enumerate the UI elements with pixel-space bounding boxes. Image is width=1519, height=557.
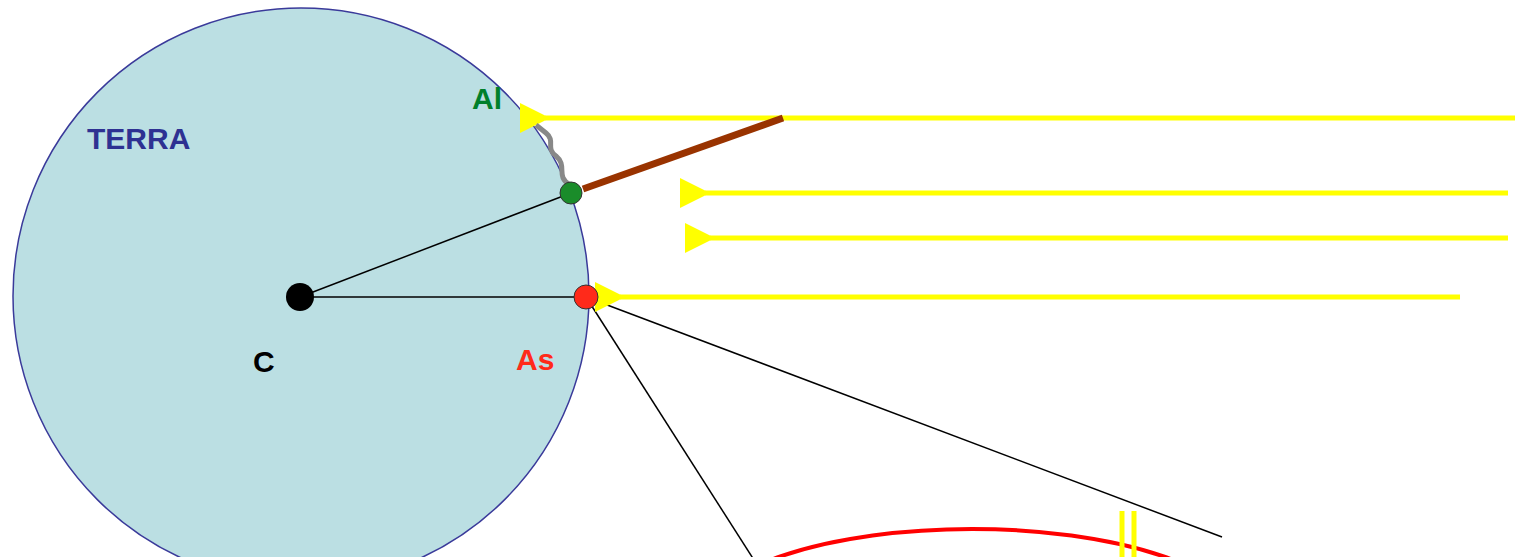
projection-line: [586, 297, 1222, 537]
shadow: [536, 125, 570, 185]
projection-line: [586, 297, 754, 557]
gnomon-stick: [583, 118, 783, 189]
sun-ray: [620, 295, 1460, 300]
earth-outline: [12, 7, 590, 557]
point-label: C: [253, 345, 275, 378]
sun-ray: [705, 191, 1508, 196]
radius-line: [300, 193, 571, 297]
alexandria-point: [560, 182, 582, 204]
earth-label: TERRA: [87, 122, 190, 155]
well: [702, 529, 1242, 557]
sun-ray: [545, 116, 1515, 121]
center-point: [286, 283, 314, 311]
well-ray: [1132, 511, 1137, 557]
point-label: Al: [472, 82, 502, 115]
syene-point: [574, 285, 598, 309]
radius-line: [300, 296, 586, 298]
point-label: As: [516, 343, 554, 376]
sun-ray: [710, 236, 1508, 241]
earth-circle: TERRA: [12, 7, 590, 557]
well-ray: [1120, 511, 1125, 557]
